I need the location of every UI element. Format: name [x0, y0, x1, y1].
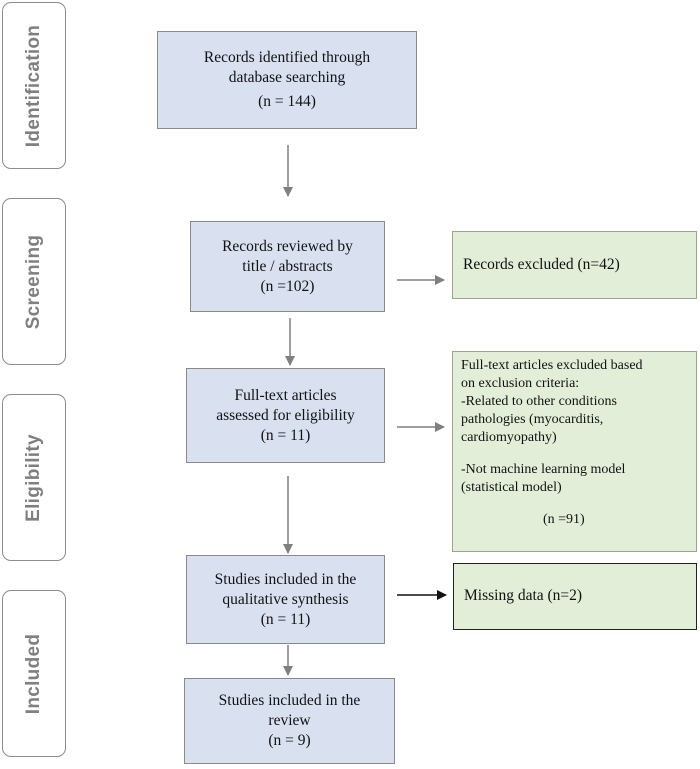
fulltext-excluded-line-5: cardiomyopathy): [461, 430, 557, 445]
box-records-identified-line-1: Records identified through: [203, 49, 371, 66]
box-missing-data: Missing data (n=2): [453, 563, 697, 630]
box-studies-review-line-2: review: [268, 712, 311, 729]
fulltext-excluded-line-1: Full-text articles excluded based: [461, 358, 643, 373]
fulltext-excluded-spacer: [461, 447, 688, 461]
box-studies-qualitative-line-2: qualitative synthesis: [222, 590, 349, 608]
box-records-reviewed-line-2: title / abstracts: [242, 257, 333, 275]
box-studies-review-line-3: (n = 9): [268, 732, 311, 749]
fulltext-excluded-line-4: pathologies (myocarditis,: [461, 412, 604, 427]
box-records-identified-line-2: database searching: [228, 69, 346, 86]
fulltext-excluded-line-7: -Not machine learning model: [461, 462, 626, 477]
phase-screening: Screening: [2, 198, 66, 365]
box-fulltext-assessed-line-2: assessed for eligibility: [216, 406, 355, 424]
fulltext-excluded-line-3: -Related to other conditions: [461, 394, 617, 409]
box-records-reviewed: Records reviewed by title / abstracts (n…: [190, 221, 385, 312]
box-fulltext-assessed: Full-text articles assessed for eligibil…: [186, 368, 385, 463]
box-records-reviewed-line-3: (n =102): [260, 277, 315, 295]
box-fulltext-assessed-line-1: Full-text articles: [234, 386, 337, 404]
phase-included: Included: [2, 590, 66, 757]
fulltext-excluded-line-8: (statistical model): [461, 480, 562, 495]
fulltext-excluded-line-2: on exclusion criteria:: [461, 376, 580, 391]
phase-identification: Identification: [2, 2, 66, 169]
box-fulltext-excluded: Full-text articles excluded based on exc…: [452, 351, 697, 552]
box-studies-qualitative: Studies included in the qualitative synt…: [186, 555, 385, 644]
records-excluded-text: Records excluded (n=42): [463, 256, 620, 273]
box-studies-review-line-1: Studies included in the: [218, 692, 361, 709]
box-records-identified-line-3: (n = 144): [258, 93, 316, 110]
box-studies-review: Studies included in the review (n = 9): [184, 678, 395, 764]
box-studies-qualitative-line-3: (n = 11): [260, 610, 311, 628]
fulltext-excluded-count: (n =91): [543, 512, 585, 527]
phase-eligibility: Eligibility: [2, 394, 66, 561]
missing-data-text: Missing data (n=2): [464, 587, 583, 604]
box-studies-qualitative-line-1: Studies included in the: [214, 570, 357, 588]
box-fulltext-assessed-line-3: (n = 11): [260, 426, 311, 444]
box-records-excluded: Records excluded (n=42): [452, 231, 697, 299]
box-records-identified: Records identified through database sear…: [157, 31, 417, 129]
fulltext-excluded-spacer-2: [461, 497, 688, 511]
box-records-reviewed-line-1: Records reviewed by: [222, 237, 353, 255]
